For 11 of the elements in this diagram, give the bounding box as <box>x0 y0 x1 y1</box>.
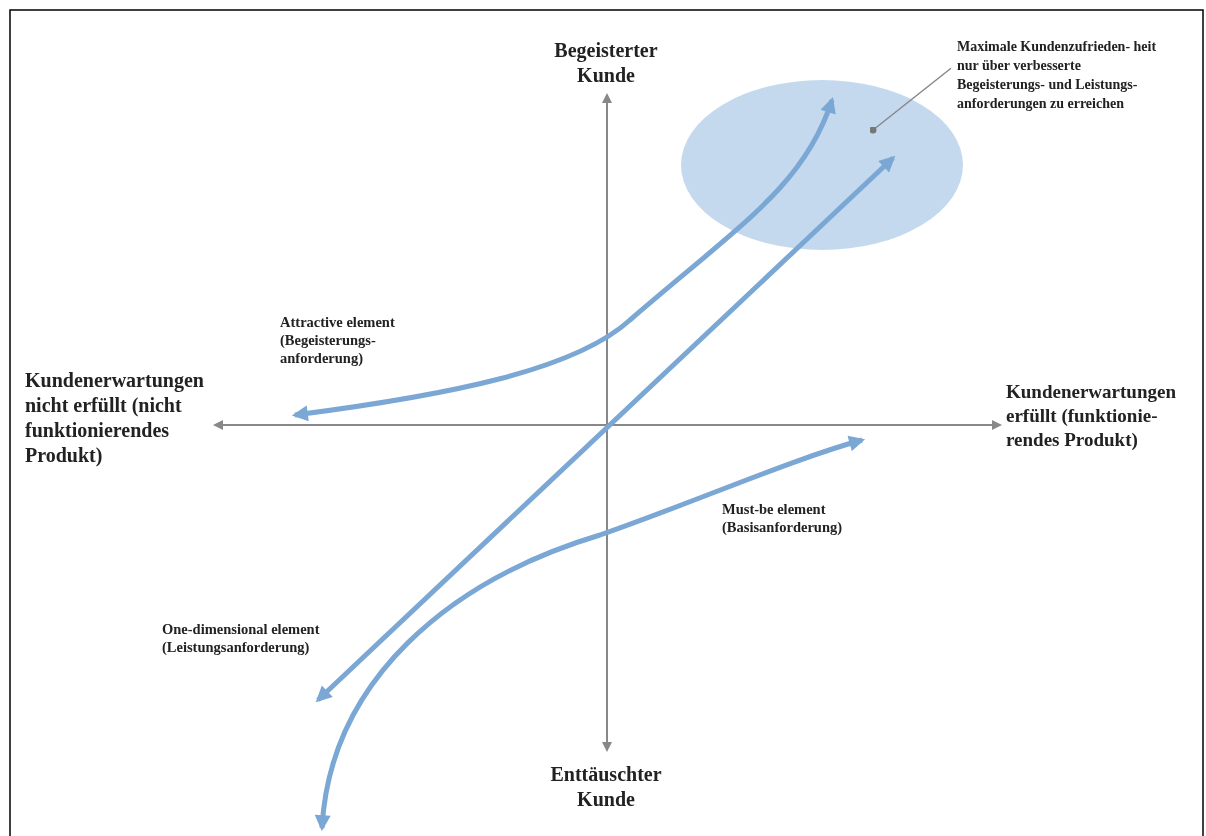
curve-arrow <box>291 97 836 422</box>
curve-label: Must-be element (Basisanforderung) <box>722 500 844 537</box>
axis-label: Enttäuschter Kunde <box>549 762 663 812</box>
leader-line <box>869 67 952 134</box>
curve-label: One-dimensional element (Leistungsanforderung) <box>162 620 321 657</box>
curve-label: Attractive element (Begeisterungs- anforderung) <box>280 313 396 368</box>
axis-label: Kundenerwartungen erfüllt (funktionie- rendes Produkt) <box>1006 380 1177 452</box>
callout-text: Maximale Kundenzufrieden- heit nur über verbesserte Begeisterungs- und Leistungs- anforderungen zu erreichen <box>957 38 1159 114</box>
curve-arrow <box>315 155 896 703</box>
axis-label: Begeisterter Kunde <box>553 38 659 88</box>
axis-label: Kundenerwartungen nicht erfüllt (nicht funktionierendes Produkt) <box>25 368 205 468</box>
